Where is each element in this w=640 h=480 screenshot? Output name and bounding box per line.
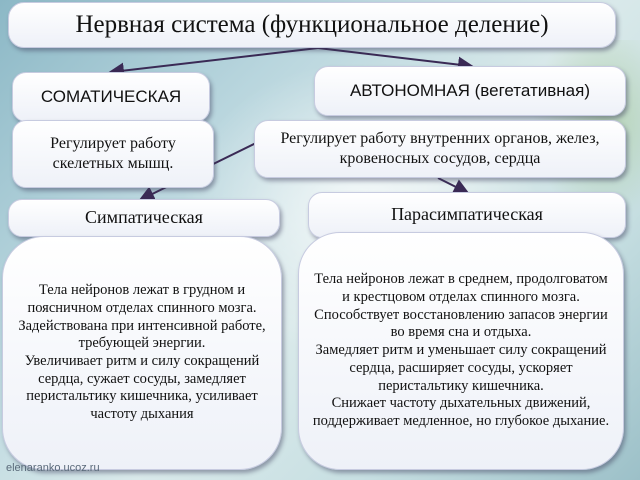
page-title: Нервная система (функциональное деление) [8, 2, 616, 48]
somatic-description-box: Регулирует работу скелетных мышц. [12, 120, 214, 188]
sympathetic-description-box: Тела нейронов лежат в грудном и поясничн… [2, 236, 282, 470]
sympathetic-box: Симпатическая [8, 199, 280, 237]
autonomic-box: АВТОНОМНАЯ (вегетативная) [314, 66, 626, 116]
parasympathetic-label: Парасимпатическая [391, 204, 543, 225]
parasympathetic-description-box: Тела нейронов лежат в среднем, продолгов… [298, 232, 624, 470]
arrow-to-autonomic [317, 47, 474, 73]
somatic-label: СОМАТИЧЕСКАЯ [40, 86, 182, 106]
autonomic-description: Регулирует работу внутренних органов, же… [280, 130, 600, 167]
page-title-text: Нервная система (функциональное деление) [75, 10, 549, 38]
somatic-box: СОМАТИЧЕСКАЯ [12, 72, 210, 122]
sympathetic-description: Тела нейронов лежат в грудном и поясничн… [18, 282, 266, 423]
autonomic-label: АВТОНОМНАЯ (вегетативная) [349, 80, 591, 100]
parasympathetic-description: Тела нейронов лежат в среднем, продолгов… [312, 271, 610, 429]
watermark: elenaranko.ucoz.ru [6, 462, 100, 474]
autonomic-description-box: Регулирует работу внутренних органов, же… [254, 120, 626, 178]
somatic-description: Регулирует работу скелетных мышц. [50, 135, 176, 172]
arrow-to-parasympathetic [437, 177, 470, 194]
arrow-to-somatic [108, 47, 319, 79]
sympathetic-label: Симпатическая [85, 207, 203, 228]
